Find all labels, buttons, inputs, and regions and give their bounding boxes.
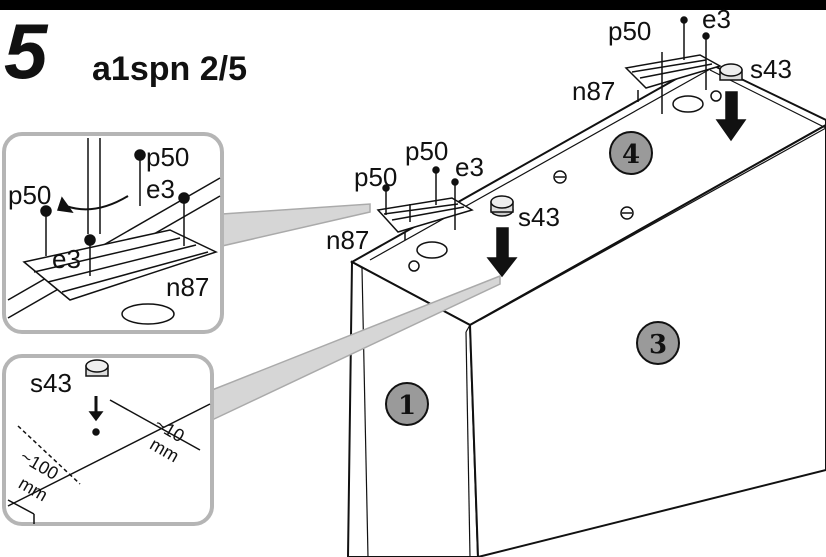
label-p50: p50	[146, 142, 189, 172]
foot-s43-b	[715, 63, 747, 142]
callout-bracket-detail: p50 p50 e3 e3 n87	[2, 132, 371, 334]
label-n87: n87	[326, 225, 369, 255]
label-e3: e3	[146, 174, 175, 204]
label-p50: p50	[354, 162, 397, 192]
panel-badge-1: 1	[385, 382, 429, 426]
label-p50: p50	[8, 180, 51, 210]
callout-foot-position: s43 ~100 mm ~10 mm	[2, 274, 501, 526]
label-e3: e3	[52, 244, 81, 274]
step-title: a1spn 2/5	[92, 50, 247, 88]
label-p50: p50	[608, 16, 651, 46]
label-p50: p50	[405, 136, 448, 166]
step-number: 5	[4, 7, 48, 95]
svg-text:3: 3	[649, 330, 667, 360]
panel-badge-3: 3	[636, 321, 680, 365]
foot-s43-a	[486, 195, 518, 278]
bracket-n87-a	[376, 166, 474, 240]
label-s43: s43	[518, 202, 560, 232]
label-e3: e3	[455, 152, 484, 182]
cam-holes	[408, 90, 722, 272]
svg-text:4: 4	[622, 140, 640, 170]
label-n87: n87	[166, 272, 209, 302]
label-s43: s43	[750, 54, 792, 84]
label-n87: n87	[572, 76, 615, 106]
label-e3: e3	[702, 4, 731, 34]
svg-text:1: 1	[398, 391, 416, 421]
header-bar	[0, 0, 826, 10]
label-s43: s43	[30, 368, 72, 398]
bracket-n87-b	[624, 16, 722, 114]
panel-badge-4: 4	[609, 131, 653, 175]
